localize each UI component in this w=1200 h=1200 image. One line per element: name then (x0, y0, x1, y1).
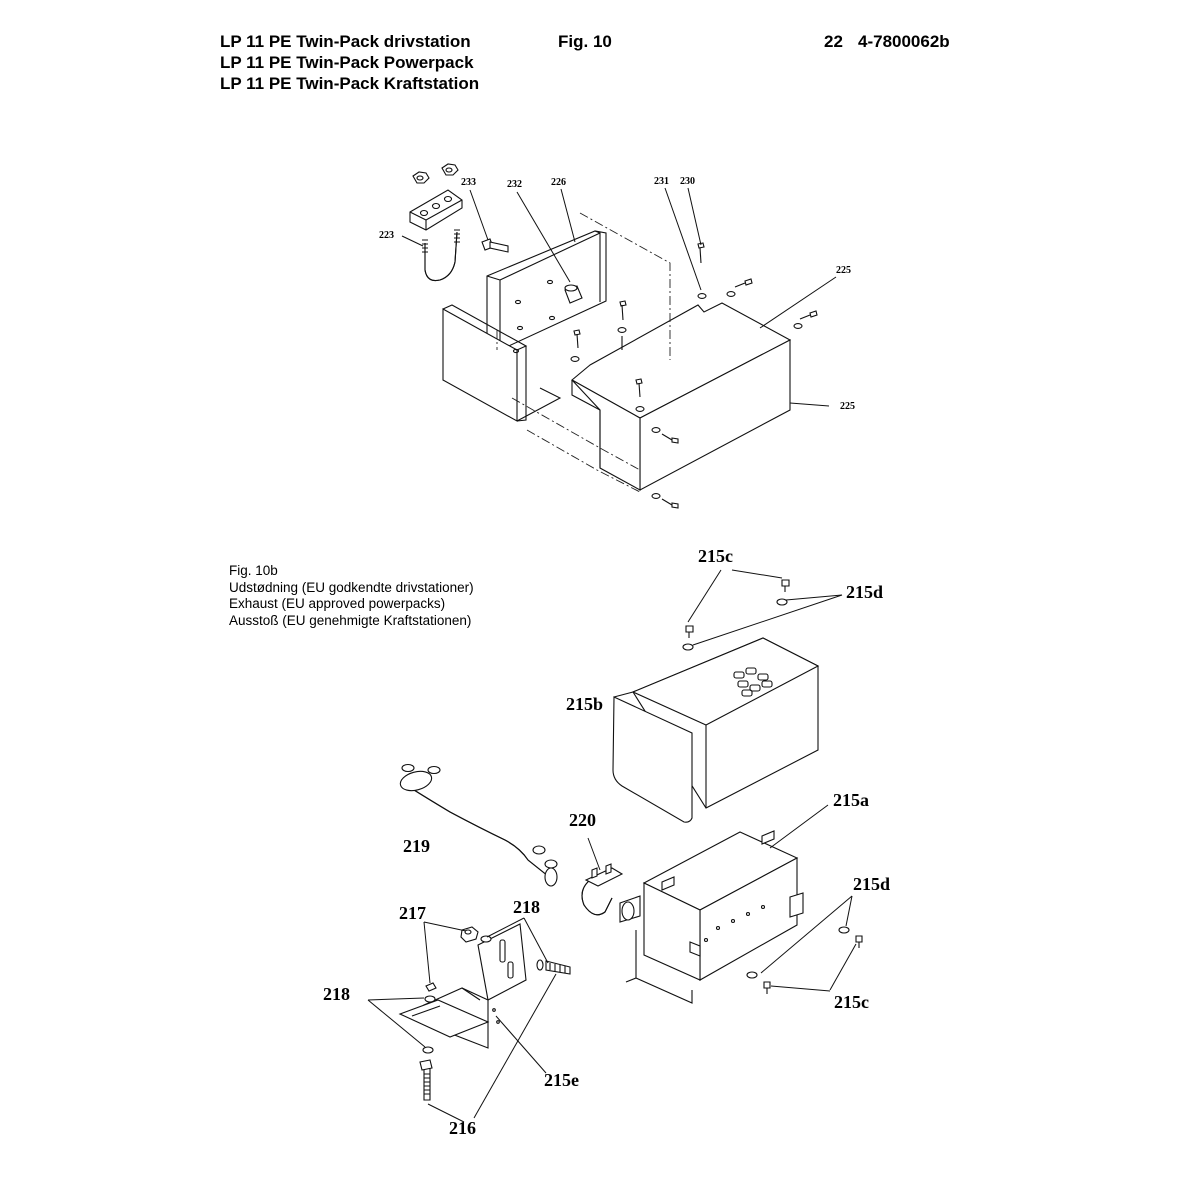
label-215c-top: 215c (698, 546, 733, 566)
label-215d-top: 215d (846, 582, 883, 602)
side-panel-226 (486, 230, 607, 351)
vent-slots (733, 667, 773, 697)
label-226: 226 (551, 177, 566, 188)
exhaust-cover-215b (612, 637, 820, 823)
nut-part (412, 163, 459, 184)
label-216: 216 (449, 1118, 476, 1138)
exhaust-pipe-219 (399, 763, 558, 887)
label-215c-right: 215c (834, 992, 869, 1012)
label-225-side: 225 (840, 401, 855, 412)
u-bolt-223 (422, 229, 460, 282)
label-215a: 215a (833, 790, 869, 810)
label-218-left: 218 (323, 984, 350, 1004)
label-220: 220 (569, 810, 596, 830)
main-housing-225 (571, 302, 792, 491)
label-215e: 215e (544, 1070, 579, 1090)
clamp-saddle (409, 189, 463, 231)
label-230: 230 (680, 176, 695, 187)
label-219: 219 (403, 836, 430, 856)
fasteners-215c-215d-right (746, 926, 863, 994)
caption-german: Ausstoß (EU genehmigte Kraftstationen) (229, 612, 472, 628)
figure-number: Fig. 10 (558, 32, 612, 51)
label-218-right: 218 (513, 897, 540, 917)
bolt-233 (481, 238, 509, 253)
top-exploded-assembly: 223 233 232 226 231 230 225 225 (379, 163, 855, 509)
label-232: 232 (507, 179, 522, 190)
document-number: 4-7800062b (858, 32, 950, 51)
clamp-220 (581, 863, 624, 916)
label-223: 223 (379, 230, 394, 241)
bracket-215e (398, 923, 527, 1049)
title-danish: LP 11 PE Twin-Pack drivstation (220, 32, 471, 51)
title-german: LP 11 PE Twin-Pack Kraftstation (220, 74, 480, 93)
fastener-screw (570, 242, 818, 509)
label-215d-right: 215d (853, 874, 890, 894)
exhaust-exploded-assembly: 215c 215d 215b 215a 219 220 215d 215c 21… (323, 546, 890, 1138)
title-english: LP 11 PE Twin-Pack Powerpack (220, 53, 474, 72)
label-233: 233 (461, 177, 476, 188)
figure-caption: Fig. 10b Udstødning (EU godkendte drivst… (229, 563, 474, 629)
phantom-outline (496, 212, 671, 493)
caption-danish: Udstødning (EU godkendte drivstationer) (229, 579, 474, 595)
label-225-top: 225 (836, 265, 851, 276)
label-231: 231 (654, 176, 669, 187)
caption-fig: Fig. 10b (229, 563, 278, 578)
silencer-215a (619, 830, 804, 1004)
caption-english: Exhaust (EU approved powerpacks) (229, 596, 446, 611)
front-cover-plate (442, 304, 562, 422)
leader-lines-top (401, 187, 837, 407)
label-217: 217 (399, 903, 426, 923)
label-215b: 215b (566, 694, 603, 714)
leader-lines-bottom (367, 569, 857, 1123)
screw-215c-top (682, 579, 790, 651)
page-number: 22 (824, 32, 843, 51)
